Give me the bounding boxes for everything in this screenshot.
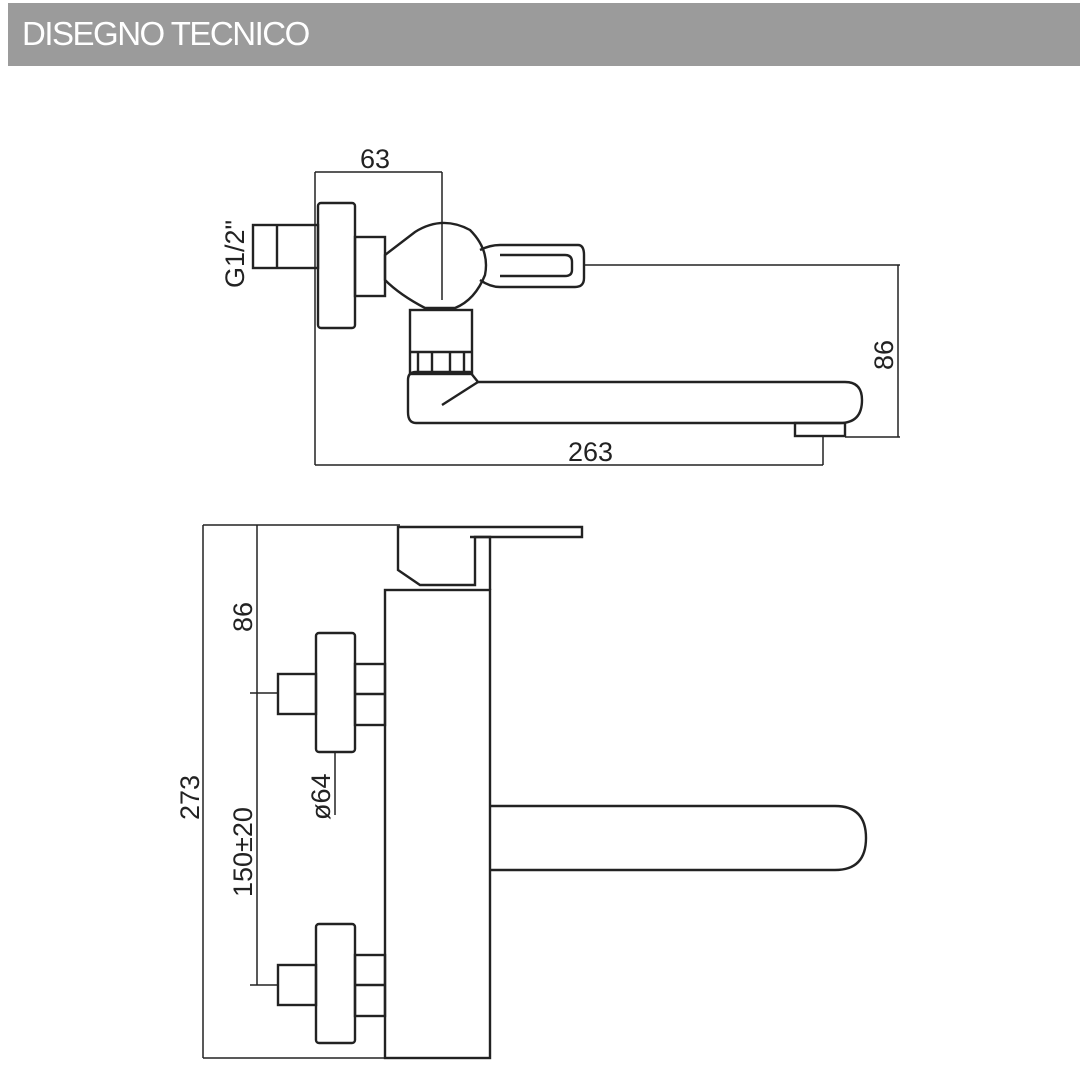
dim-lines-63 (314, 171, 443, 465)
side-view: 63 G1/2" 86 263 (220, 144, 900, 467)
mixer-body (383, 221, 488, 310)
dim-lines-263 (315, 436, 824, 466)
spout-front (490, 804, 868, 872)
dim-263: 263 (568, 437, 613, 467)
lever (479, 243, 586, 289)
dim-lines-86 (584, 264, 900, 438)
dim-86-side: 86 (869, 340, 899, 370)
diverter-neck (408, 308, 474, 376)
dim-lines-inlets (250, 525, 278, 986)
top-lever (396, 525, 584, 587)
dim-273: 273 (175, 775, 205, 820)
upper-inlet (276, 631, 387, 754)
inlet-pipe (251, 223, 320, 270)
dim-64: ø64 (306, 773, 336, 820)
dim-150: 150±20 (228, 807, 258, 897)
wall-flange (316, 201, 357, 330)
section-title: DISEGNO TECNICO (22, 15, 310, 52)
nut (353, 235, 387, 298)
section-header: DISEGNO TECNICO (8, 3, 1080, 66)
front-view: 273 86 150±20 ø64 (175, 524, 868, 1060)
dim-63: 63 (360, 144, 390, 174)
mixer-body-front (383, 588, 492, 1060)
spout (406, 370, 864, 425)
dim-thread: G1/2" (220, 220, 250, 288)
lower-inlet (276, 922, 387, 1045)
aerator (793, 421, 847, 438)
dim-86-front: 86 (228, 602, 258, 632)
